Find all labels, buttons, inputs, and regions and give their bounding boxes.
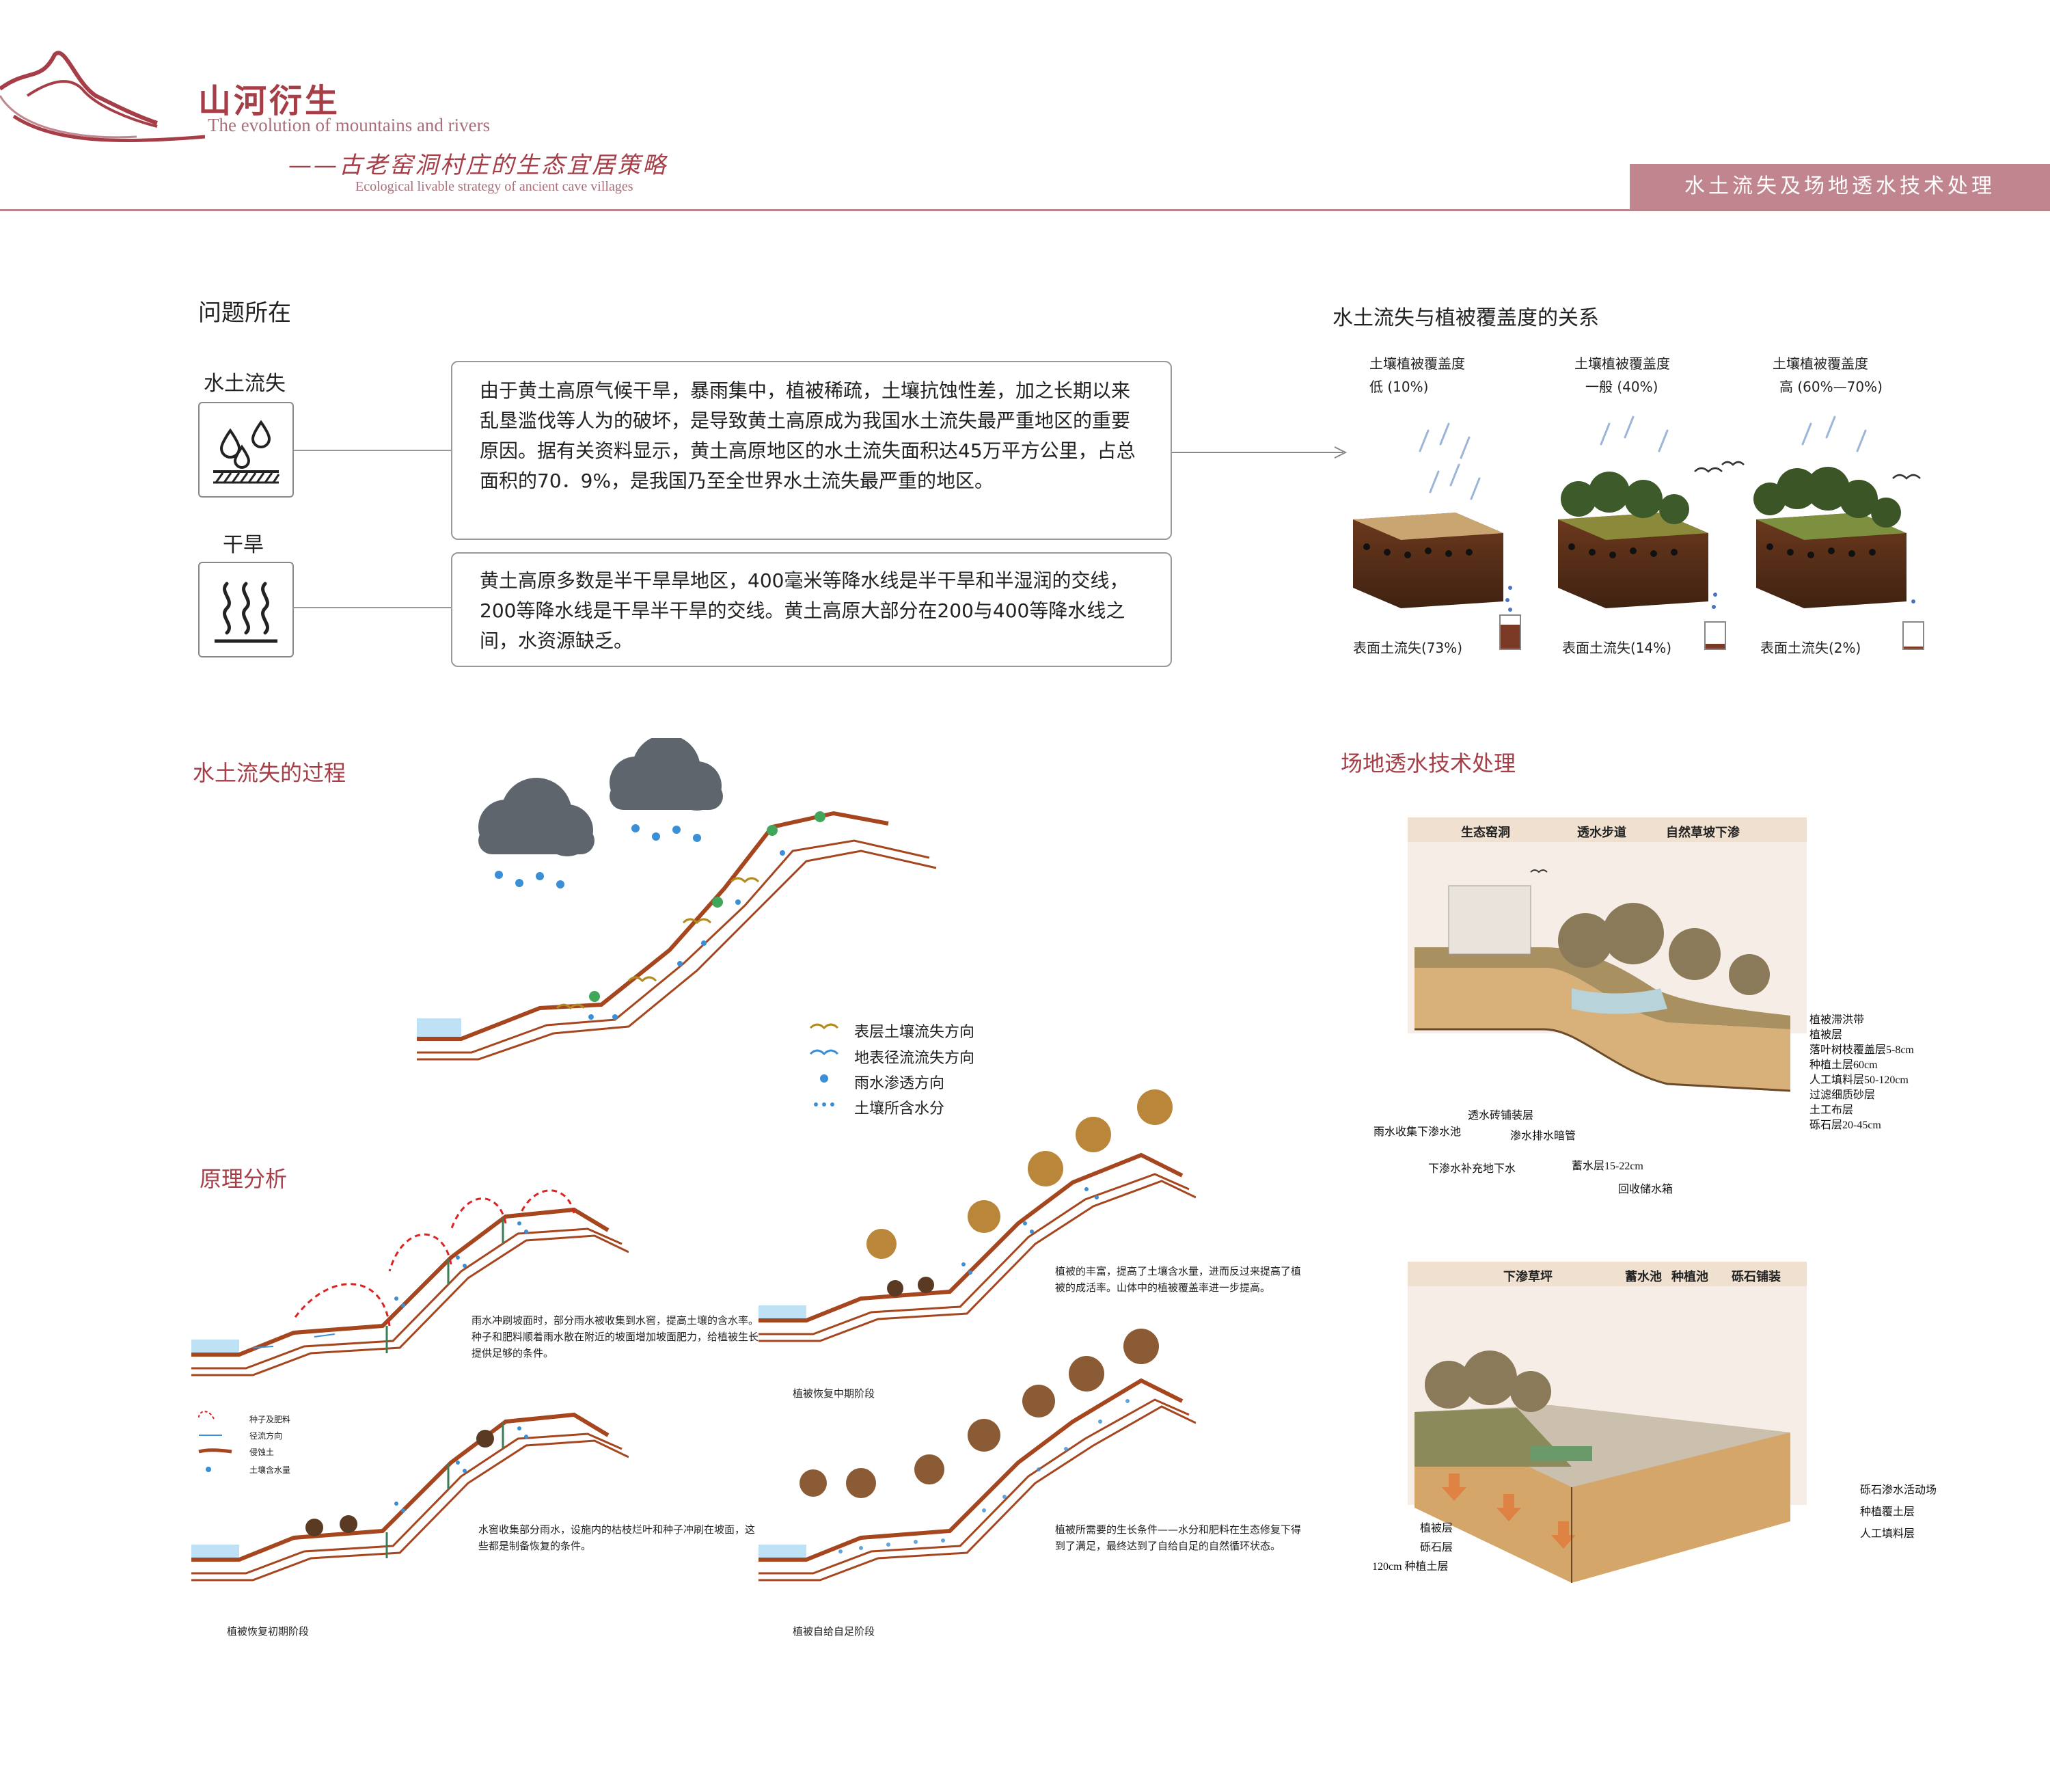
page-title: 山河衍生 <box>198 82 341 120</box>
section-banner: 水土流失及场地透水技术处理 <box>1630 164 2050 209</box>
page-subtitle-english: Ecological livable strategy of ancient c… <box>355 179 633 194</box>
relation-block-0: 土壤植被覆盖度 低 (10%) 表面土流失(73%) <box>1353 355 1465 656</box>
principle-heading: 原理分析 <box>200 1166 288 1192</box>
drought-text: 黄土高原多数是半干旱旱地区，400毫米等降水线是半干旱和半湿润的交线，200等降… <box>480 569 1129 652</box>
principle-text-4: 植被所需要的生长条件——水分和肥料在生态修复下得到了满足，最终达到了自给自足的自… <box>1055 1523 1302 1552</box>
drought-text-box: 黄土高原多数是半干旱旱地区，400毫米等降水线是半干旱和半湿润的交线，200等降… <box>451 552 1172 667</box>
permeable-panel-2: 下渗草坪 蓄水池 种植池 砾石铺装 <box>1408 1262 1807 1617</box>
permeable-panel-1-label-tank: 回收储水箱 <box>1618 1184 1673 1195</box>
problem-label-drought: 干旱 <box>223 533 264 557</box>
principle-caption-4: 植被自给自足阶段 <box>793 1625 875 1638</box>
page-title-english: The evolution of mountains and rivers <box>208 115 491 135</box>
principle-diagram-4 <box>758 1312 1196 1586</box>
water-drops-icon <box>213 420 280 484</box>
arrow-to-relation <box>1172 444 1350 461</box>
erosion-text-box: 由于黄土高原气候干旱，暴雨集中，植被稀疏，土壤抗蚀性差，加之长期以来乱垦滥伐等人… <box>451 361 1172 540</box>
principle-caption-2: 植被恢复初期阶段 <box>227 1625 310 1638</box>
principle-text-3: 植被的丰富，提高了土壤含水量，进而反过来提高了植被的成活率。山体中的植被覆盖率进… <box>1055 1265 1302 1294</box>
relation-heading: 水土流失与植被覆盖度的关系 <box>1332 306 1599 330</box>
relation-block-1: 土壤植被覆盖度 一般 (40%) 表面土流失(14%) <box>1562 355 1672 656</box>
principle-diagram-3 <box>758 1080 1196 1367</box>
connector-line-erosion <box>294 450 451 451</box>
permeable-panel-1: 生态窑洞 透水步道 自然草坡下渗 透水砖铺装层 雨水收集下渗水池 渗水排水暗管 … <box>1374 817 1807 1175</box>
erosion-icon-box <box>198 402 294 498</box>
logo-mark <box>0 41 205 164</box>
principle-caption-3: 植被恢复中期阶段 <box>793 1387 875 1400</box>
permeable-panel-2-right-labels: 砾石渗水活动场 种植覆土层 人工填料层 <box>1860 1484 1937 1540</box>
connector-line-drought <box>294 607 451 608</box>
process-heading: 水土流失的过程 <box>193 760 346 786</box>
principle-text-2: 水窖收集部分雨水，设施内的枯枝烂叶和种子冲刷在坡面，这些都是制备恢复的条件。 <box>478 1523 756 1552</box>
permeable-panel-2-left-labels: 植被层 砾石层 120cm 种植土层 <box>1372 1523 1453 1573</box>
page-subtitle: ——古老窑洞村庄的生态宜居策略 <box>288 152 668 179</box>
principle-diagram-2 <box>191 1387 629 1592</box>
heat-waves-icon <box>215 582 277 643</box>
problem-heading: 问题所在 <box>198 299 291 327</box>
drought-icon-box <box>198 562 294 657</box>
problem-label-erosion: 水土流失 <box>204 372 286 396</box>
header-divider <box>0 209 2050 211</box>
principle-text-1: 雨水冲刷坡面时，部分雨水被收集到水窖，提高土壤的含水率。种子和肥料顺着雨水散在附… <box>472 1314 759 1359</box>
permeable-heading: 场地透水技术处理 <box>1341 750 1516 776</box>
relation-block-2: 土壤植被覆盖度 高 (60%—70%) 表面土流失(2%) <box>1760 355 1883 656</box>
principle-legend: 种子及肥料 径流方向 侵蚀土 土壤含水量 <box>195 1408 359 1483</box>
process-diagram <box>410 738 998 1066</box>
erosion-text: 由于黄土高原气候干旱，暴雨集中，植被稀疏，土壤抗蚀性差，加之长期以来乱垦滥伐等人… <box>480 379 1136 492</box>
soil-blocks-illustration <box>1339 396 1941 670</box>
principle-diagram-1 <box>191 1176 629 1394</box>
process-legend: 表层土壤流失方向 地表径流流失方向 雨水渗透方向 土壤所含水分 <box>806 1018 1052 1128</box>
permeable-panel-1-right-labels: 植被滞洪带 植被层 落叶树枝覆盖层5-8cm 种植土层60cm 人工填料层50-… <box>1809 1014 1914 1131</box>
